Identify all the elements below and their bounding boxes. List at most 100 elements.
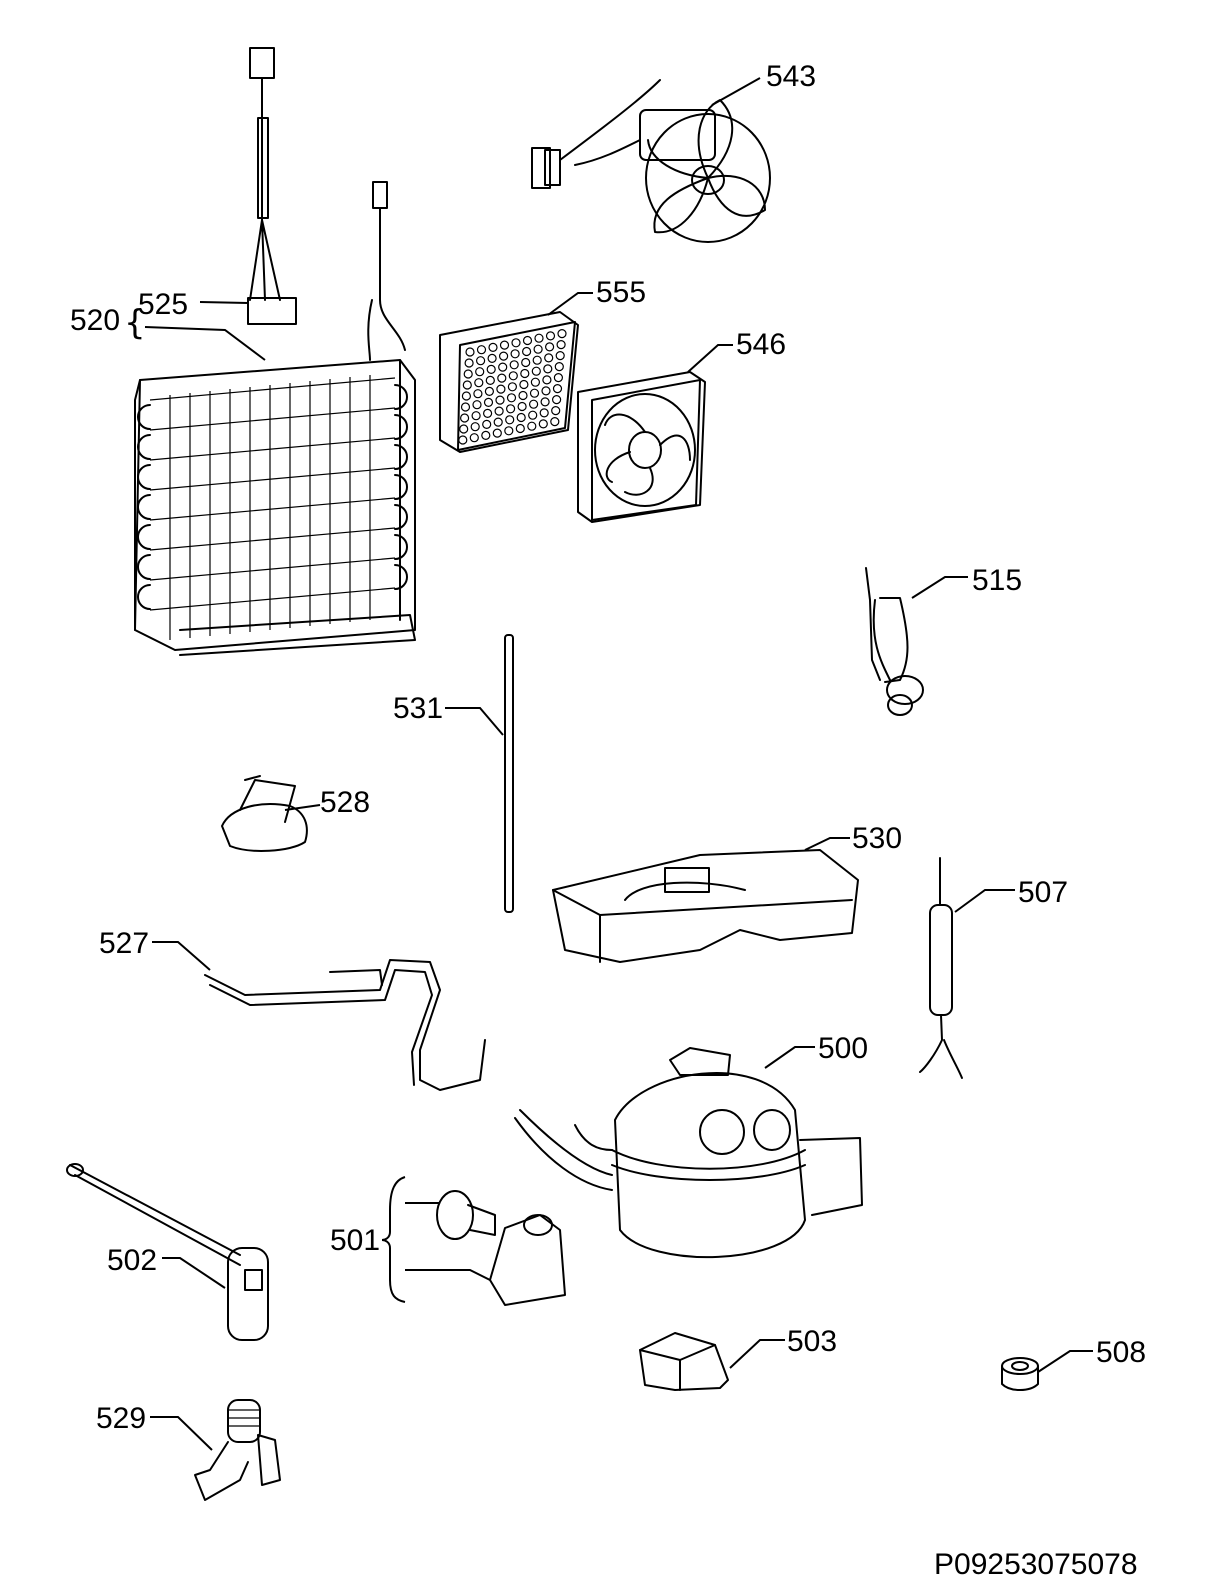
heater-515 (865, 567, 968, 716)
filter-hole (542, 375, 552, 385)
evaporator-520 (134, 181, 416, 656)
filter-hole (487, 353, 497, 363)
filter-hole (551, 395, 562, 405)
drip-tray-530 (552, 837, 859, 963)
label-502: 502 (107, 1244, 157, 1277)
filter-hole (482, 419, 492, 429)
filter-hole (507, 382, 518, 392)
filter-hole (458, 435, 468, 445)
filter-hole (531, 366, 541, 376)
filter-hole (520, 368, 530, 379)
filter-hole (476, 345, 487, 355)
filter-drier-507 (919, 857, 1015, 1079)
filter-hole (476, 356, 486, 366)
label-527: 527 (99, 927, 149, 960)
filter-hole (530, 377, 541, 387)
label-507: 507 (1018, 876, 1068, 909)
filter-hole (544, 353, 554, 363)
filter-hole (483, 397, 494, 407)
filter-hole (551, 406, 561, 416)
fan-motor-543 (531, 77, 771, 243)
filter-hole (459, 424, 469, 434)
axial-fan-546 (577, 344, 733, 523)
label-520: 520 (70, 304, 120, 337)
filter-hole (519, 379, 529, 390)
filter-hole (556, 340, 566, 350)
relay-503 (639, 1332, 785, 1391)
label-501: 501 (330, 1224, 380, 1257)
filter-hole (492, 428, 502, 438)
filter-hole (460, 413, 470, 423)
filter-hole (511, 338, 521, 348)
drain-tube-527 (152, 941, 486, 1091)
filter-hole (550, 417, 560, 427)
filter-hole (499, 340, 510, 350)
filter-hole (498, 362, 508, 372)
compressor-500 (514, 1046, 863, 1259)
filter-hole (499, 351, 509, 361)
label-500: 500 (818, 1032, 868, 1065)
filter-hole (465, 347, 475, 357)
filter-hole (472, 400, 482, 410)
filter-hole (460, 402, 471, 412)
valve-529 (150, 1399, 281, 1501)
filter-hole (528, 399, 539, 409)
label-503: 503 (787, 1325, 837, 1358)
filter-hole (553, 373, 564, 383)
filter-hole (462, 380, 472, 390)
filter-hole (515, 423, 525, 434)
filter-hole (532, 355, 542, 365)
filter-hole (539, 408, 549, 418)
filter-hole (486, 364, 496, 374)
filter-hole (474, 378, 484, 388)
document-code: P09253075078 (934, 1548, 1138, 1581)
filter-hole (518, 390, 528, 401)
filter-hole (534, 333, 544, 343)
label-528: 528 (320, 786, 370, 819)
filter-hole (522, 335, 533, 346)
label-529: 529 (96, 1402, 146, 1435)
filter-hole (555, 351, 565, 361)
filter-holes (458, 329, 567, 445)
wire-harness-525 (247, 47, 297, 325)
filter-hole (545, 331, 556, 341)
label-525: 525 (138, 288, 188, 321)
rod-531 (445, 634, 514, 913)
filter-hole (494, 406, 504, 416)
filter-hole (475, 367, 485, 377)
label-543: 543 (766, 60, 816, 93)
filter-hole (497, 373, 507, 383)
filter-hole (471, 411, 481, 421)
filter-hole (506, 404, 516, 414)
filter-hole (529, 388, 540, 398)
filter-hole (495, 395, 505, 405)
filter-hole (464, 358, 474, 368)
filter-hole (506, 393, 517, 403)
filter-hole (557, 329, 567, 339)
label-515: 515 (972, 564, 1022, 597)
filter-hole (481, 430, 491, 440)
filter-hole (504, 426, 514, 436)
filter-hole (541, 386, 551, 396)
air-filter-555 (439, 292, 593, 453)
filter-hole (496, 384, 506, 394)
filter-hole (484, 386, 494, 396)
filter-hole (544, 342, 555, 352)
capacitor-502 (66, 1163, 269, 1341)
label-530: 530 (852, 822, 902, 855)
filter-hole (517, 401, 527, 412)
filter-hole (483, 408, 493, 418)
filter-hole (485, 375, 495, 385)
filter-hole (461, 391, 471, 401)
filter-hole (469, 433, 479, 443)
filter-hole (470, 422, 480, 432)
grommet-508 (1001, 1350, 1093, 1391)
filter-hole (505, 415, 515, 425)
filter-hole (527, 421, 537, 431)
filter-hole (509, 360, 519, 370)
filter-hole (488, 342, 498, 352)
filter-hole (528, 410, 538, 420)
filter-hole (521, 357, 531, 368)
label-555: 555 (596, 276, 646, 309)
